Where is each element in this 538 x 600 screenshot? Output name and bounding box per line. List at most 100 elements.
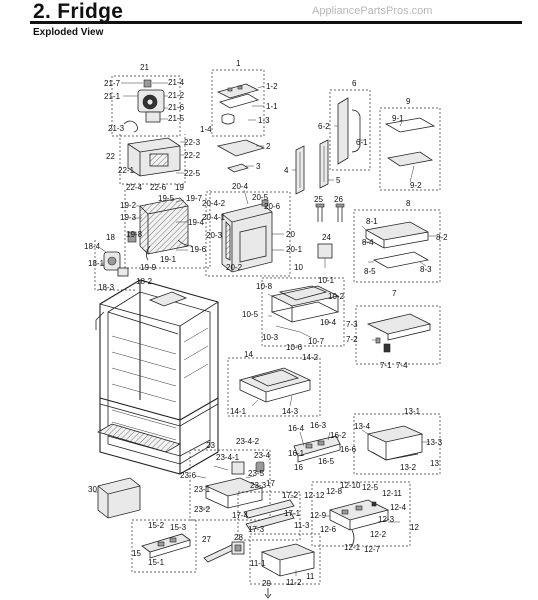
callout-10-7: 10-7 <box>308 337 325 346</box>
callout-14-3: 14-3 <box>282 407 299 416</box>
callout-13-3: 13-3 <box>426 438 443 447</box>
callout-6-1: 6-1 <box>356 138 368 147</box>
callout-23-4: 23-4 <box>254 451 271 460</box>
part-group-10 <box>261 277 345 347</box>
part-group-8 <box>353 209 441 283</box>
callout-13-1: 13-1 <box>404 407 421 416</box>
part-group-6 <box>329 89 371 171</box>
callout-11-1: 11-1 <box>250 559 266 568</box>
callout-16-4: 16-4 <box>288 424 305 433</box>
callout-20: 20 <box>286 230 295 239</box>
callout-8-3: 8-3 <box>420 265 432 274</box>
page-subtitle: Exploded View <box>33 27 104 38</box>
callout-10-3: 10-3 <box>262 333 279 342</box>
part-group-15 <box>131 519 197 573</box>
callout-15-2: 15-2 <box>148 521 165 530</box>
callout-11-2: 11-2 <box>286 578 302 587</box>
callout-15-1: 15-1 <box>148 558 165 567</box>
callout-18-1: 18-1 <box>88 259 105 268</box>
part-group-17 <box>237 491 301 541</box>
part-group-2 <box>216 139 266 157</box>
callout-4: 4 <box>284 166 289 175</box>
callout-9-1: 9-1 <box>392 114 404 123</box>
part-group-27-28 <box>203 541 245 563</box>
callout-12-10: 12-10 <box>340 481 361 490</box>
callout-7-2: 7-2 <box>346 335 358 344</box>
callout-23-2: 23-2 <box>194 505 211 514</box>
part-group-9 <box>379 107 441 191</box>
callout-19-2: 19-2 <box>120 201 137 210</box>
part-group-7 <box>355 305 441 365</box>
callout-16-3: 16-3 <box>310 421 327 430</box>
part-group-13 <box>353 413 441 475</box>
callout-30: 30 <box>88 485 97 494</box>
part-group-21 <box>111 75 181 137</box>
part-group-24 <box>317 243 333 268</box>
callout-19-9: 19-9 <box>140 263 157 272</box>
callout-7-1: 7-1 <box>380 361 392 370</box>
part-group-20 <box>205 189 291 277</box>
callout-12: 12 <box>410 523 419 532</box>
callout-14: 14 <box>244 350 253 359</box>
callout-12-12: 12-12 <box>304 491 325 500</box>
callout-11: 11 <box>306 572 315 581</box>
callout-1-3: 1-3 <box>258 116 270 125</box>
callout-21-7: 21-7 <box>104 79 121 88</box>
callout-21: 21 <box>140 63 149 72</box>
callout-20-6: 20-6 <box>264 202 281 211</box>
callout-3: 3 <box>256 162 261 171</box>
callout-18-2: 18-2 <box>136 277 153 286</box>
callout-23-4-1: 23-4-1 <box>216 453 240 462</box>
part-group-18 <box>94 240 135 291</box>
callout-21-6: 21-6 <box>168 103 185 112</box>
callout-29: 29 <box>262 579 271 588</box>
callout-7-4: 7-4 <box>396 361 408 370</box>
callout-18-3: 18-3 <box>98 283 115 292</box>
callout-8-4: 8-4 <box>362 238 374 247</box>
callout-9-2: 9-2 <box>410 181 422 190</box>
callout-15-3: 15-3 <box>170 523 187 532</box>
callout-10-2: 10-2 <box>328 292 345 301</box>
callout-23-5: 23-5 <box>248 469 265 478</box>
callout-2: 2 <box>266 142 271 151</box>
part-group-14 <box>227 357 321 417</box>
callout-8-2: 8-2 <box>436 233 448 242</box>
fridge-cabinet <box>95 279 219 475</box>
callout-19-7: 19-7 <box>186 194 203 203</box>
callout-12-4: 12-4 <box>390 503 407 512</box>
callout-28: 28 <box>234 533 243 542</box>
callout-17-2: 17-2 <box>282 491 299 500</box>
callout-7: 7 <box>392 289 397 298</box>
callout-19: 19 <box>175 183 184 192</box>
callout-15: 15 <box>132 549 141 558</box>
callout-10-4: 10-4 <box>320 318 337 327</box>
callout-19-4: 19-4 <box>188 218 205 227</box>
callout-20-4-2: 20-4-2 <box>202 199 226 208</box>
callout-22-4: 22-4 <box>126 183 143 192</box>
callout-14-1: 14-1 <box>230 407 247 416</box>
callout-7-3: 7-3 <box>346 320 358 329</box>
watermark: AppliancePartsPros.com <box>312 5 433 17</box>
callout-8: 8 <box>406 199 411 208</box>
callout-21-4: 21-4 <box>168 78 185 87</box>
part-group-4-5 <box>292 139 334 195</box>
callout-12-9: 12-9 <box>310 511 327 520</box>
part-group-19 <box>124 190 211 269</box>
part-group-29 <box>264 588 272 599</box>
callout-17: 17 <box>266 479 275 488</box>
callout-20-4-1: 20-4-1 <box>202 213 226 222</box>
callout-labels: 21 21-7 21-4 21-1 21-2 21-6 21-5 21-3 22… <box>84 59 448 588</box>
callout-5: 5 <box>336 176 341 185</box>
part-group-3 <box>227 163 254 173</box>
callout-8-1: 8-1 <box>366 217 378 226</box>
callout-10: 10 <box>294 263 303 272</box>
callout-13-4: 13-4 <box>354 422 371 431</box>
header-rule <box>30 21 522 24</box>
part-group-16 <box>293 431 341 463</box>
callout-16: 16 <box>294 463 303 472</box>
callout-1-2: 1-2 <box>266 82 278 91</box>
callout-13-2: 13-2 <box>400 463 417 472</box>
callout-1: 1 <box>236 59 241 68</box>
callout-23-6: 23-6 <box>180 471 197 480</box>
